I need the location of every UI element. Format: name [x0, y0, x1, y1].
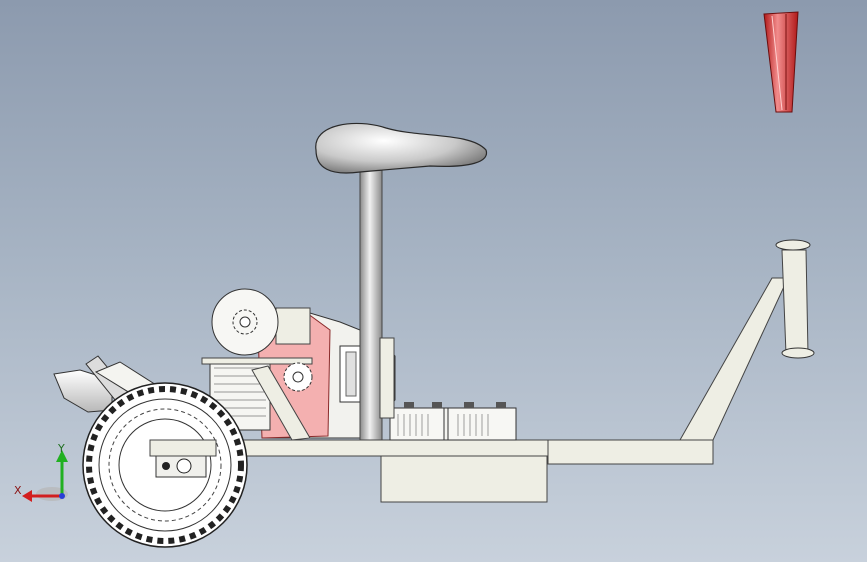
seat[interactable] [315, 122, 488, 174]
seat-post[interactable] [359, 169, 395, 441]
drive-pulley[interactable] [211, 288, 279, 356]
steering-column[interactable] [547, 239, 815, 465]
y-axis-label: Y [57, 442, 65, 455]
swing-arm[interactable] [149, 439, 217, 457]
rear-wheel[interactable] [82, 382, 248, 548]
battery-box[interactable] [380, 455, 548, 503]
x-axis-label: X [14, 484, 22, 497]
battery-pack[interactable] [389, 402, 517, 441]
engine-mount[interactable] [251, 365, 311, 441]
handle-grip[interactable] [763, 11, 799, 113]
coordinate-triad: Y X [14, 442, 68, 502]
engine-sprocket[interactable] [283, 362, 313, 392]
